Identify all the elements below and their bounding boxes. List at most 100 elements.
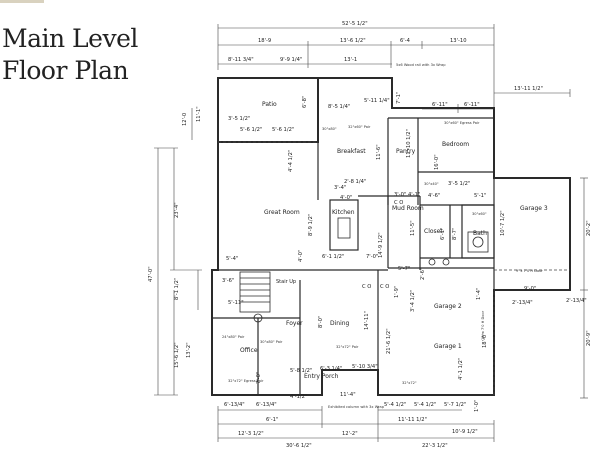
room-bath: Bath	[473, 230, 487, 237]
room-patio: Patio	[262, 101, 277, 108]
dim-label: 5'-8 1/2"	[290, 368, 312, 374]
note-pair-24x80: 24"x80" Pair	[222, 335, 245, 339]
dim-label: 2'-13/4"	[566, 298, 587, 304]
room-pantry: Pantry	[396, 148, 416, 155]
room-labels: Patio Breakfast Pantry Bedroom Great Roo…	[240, 101, 548, 380]
dim-label: 2'-8 1/4"	[344, 179, 366, 185]
dim-label: 6'-11"	[432, 102, 448, 108]
dim-label: 10'-9 1/2"	[452, 429, 478, 435]
dim-label: 13'-6 1/2"	[340, 38, 366, 44]
note-32x72: 32"x72"	[402, 381, 417, 385]
note-garage-door2: 18' x 7'0 H Door	[481, 310, 485, 340]
note-30x80: 30"x80"	[322, 127, 337, 131]
dim-label: 5'-6 1/2"	[240, 127, 262, 133]
dim-label: 11'-5"	[410, 220, 416, 236]
dim-label: 18'-9	[258, 38, 271, 44]
dim-label: 12'-3 1/2"	[238, 431, 264, 437]
room-kitchen: Kitchen	[332, 209, 355, 216]
dim-label: 4'-0"	[340, 195, 352, 201]
dim-label: 20'-9"	[586, 330, 592, 346]
dim-label: 3'-6"	[222, 278, 234, 284]
dim-label: 47'-0"	[148, 266, 154, 282]
dim-label: 8'-9 1/2"	[308, 214, 314, 236]
dim-label: 5'-6 1/2"	[272, 127, 294, 133]
dim-label: 6'-13/4"	[224, 402, 245, 408]
dim-label: 6'-1"	[440, 228, 446, 240]
dim-label: 4'-6"	[428, 193, 440, 199]
dim-label: 9'-9 1/4"	[280, 57, 302, 63]
room-great-room: Great Room	[264, 209, 300, 216]
dim-label: 8'-11 3/4"	[228, 57, 254, 63]
stairs	[239, 271, 271, 313]
fixtures	[253, 217, 489, 323]
room-office: Office	[240, 347, 258, 354]
dim-label: 4'-1 1/2"	[458, 358, 464, 380]
dim-label: 2'-6"	[420, 268, 426, 280]
dim-label: 14'-9 1/2"	[378, 232, 384, 258]
dim-label: 22'-3 1/2"	[422, 443, 448, 449]
dim-label: 3'-0"	[394, 192, 406, 198]
interior-walls	[212, 117, 495, 395]
dim-label: 14'-11"	[364, 311, 370, 330]
dim-label: 3'-5 1/2"	[448, 181, 470, 187]
dim-label: 5'-7 1/2"	[444, 402, 466, 408]
dim-label: 7'-0"	[366, 254, 378, 260]
dim-label: 5'-1"	[474, 193, 486, 199]
room-entry-porch: Entry Porch	[304, 373, 339, 380]
dim-label: C O	[394, 200, 403, 206]
dim-label: 21'-6 1/2"	[386, 328, 392, 354]
dim-label: 7'-0"	[256, 372, 262, 384]
dim-label: 5'-4 1/2"	[414, 402, 436, 408]
note-30x40: 30"x40"	[424, 182, 439, 186]
dim-label: 6'-1"	[266, 417, 278, 423]
dim-label: 6'-3 1/4"	[320, 366, 342, 372]
dim-label: 13'-2"	[186, 342, 192, 358]
dim-label: 13'-10	[450, 38, 467, 44]
dim-label: 6'-11"	[464, 102, 480, 108]
dim-label: 20'-2"	[586, 220, 592, 236]
room-stair-up: Stair Up	[276, 279, 296, 285]
dim-label: 4'-0"	[298, 250, 304, 262]
note-pair-32x72: 32"x72" Pair	[336, 345, 359, 349]
room-foyer: Foyer	[286, 320, 303, 327]
dim-label: 6'-1 1/2"	[322, 254, 344, 260]
dim-label: 11'-10 1/2"	[406, 129, 412, 158]
dim-label: 23'-4"	[174, 202, 180, 218]
dim-label: 8'-5 1/4"	[328, 104, 350, 110]
note-egress-bed: 30"x60" Egress Pair	[444, 121, 480, 125]
dim-label: 1'-4"	[476, 288, 482, 300]
room-mud-room: Mud Room	[392, 205, 424, 212]
note-wood-rail: 5x6 Wood rail with 3x Wrap	[396, 63, 446, 67]
note-32x60: 32"x60" Pair	[348, 125, 371, 129]
dim-label: 16'-0"	[434, 154, 440, 170]
plan-title-line1: Main Level	[2, 24, 138, 53]
dim-label: 13'-11 1/2"	[514, 86, 543, 92]
plan-title-line2: Floor Plan	[2, 56, 129, 85]
note-egress-office: 32"x72" Egress Pair	[228, 379, 264, 383]
dim-label: 8'-1 1/2"	[174, 278, 180, 300]
dimension-labels: 52'-5 1/2" 18'-9 13'-6 1/2" 6'-4 13'-10 …	[148, 21, 592, 449]
dim-label: 10'-7 1/2"	[500, 210, 506, 236]
room-garage1: Garage 1	[434, 343, 462, 350]
room-garage3: Garage 3	[520, 205, 548, 212]
dim-label: 6'-13/4"	[256, 402, 277, 408]
dim-label: 1'-9"	[394, 286, 400, 298]
dim-label: 5'-4"	[226, 256, 238, 262]
dim-label: 5'-11 1/4"	[364, 98, 390, 104]
dim-label: 12'-2"	[342, 431, 358, 437]
dim-label: 2'-13/4"	[512, 300, 533, 306]
dim-label: 4'-1/2"	[290, 394, 307, 400]
dim-label: 11'-6"	[376, 144, 382, 160]
dim-label: C O	[380, 284, 389, 290]
dim-label: 11'-1"	[196, 106, 202, 122]
accent-bar	[0, 0, 44, 3]
room-closet: Closet	[424, 228, 443, 235]
note-garage-door1: 9' x 7'0 H Door	[516, 269, 543, 273]
dim-label: 3'-4"	[334, 185, 346, 191]
note-column: Exhibited column with 3x Wrap	[328, 405, 385, 409]
dim-label: 9'-0"	[524, 286, 536, 292]
note-pair-30x80: 30"x80" Pair	[260, 340, 283, 344]
dimension-lines	[154, 24, 588, 442]
dim-label: 5'-7"	[398, 266, 410, 272]
